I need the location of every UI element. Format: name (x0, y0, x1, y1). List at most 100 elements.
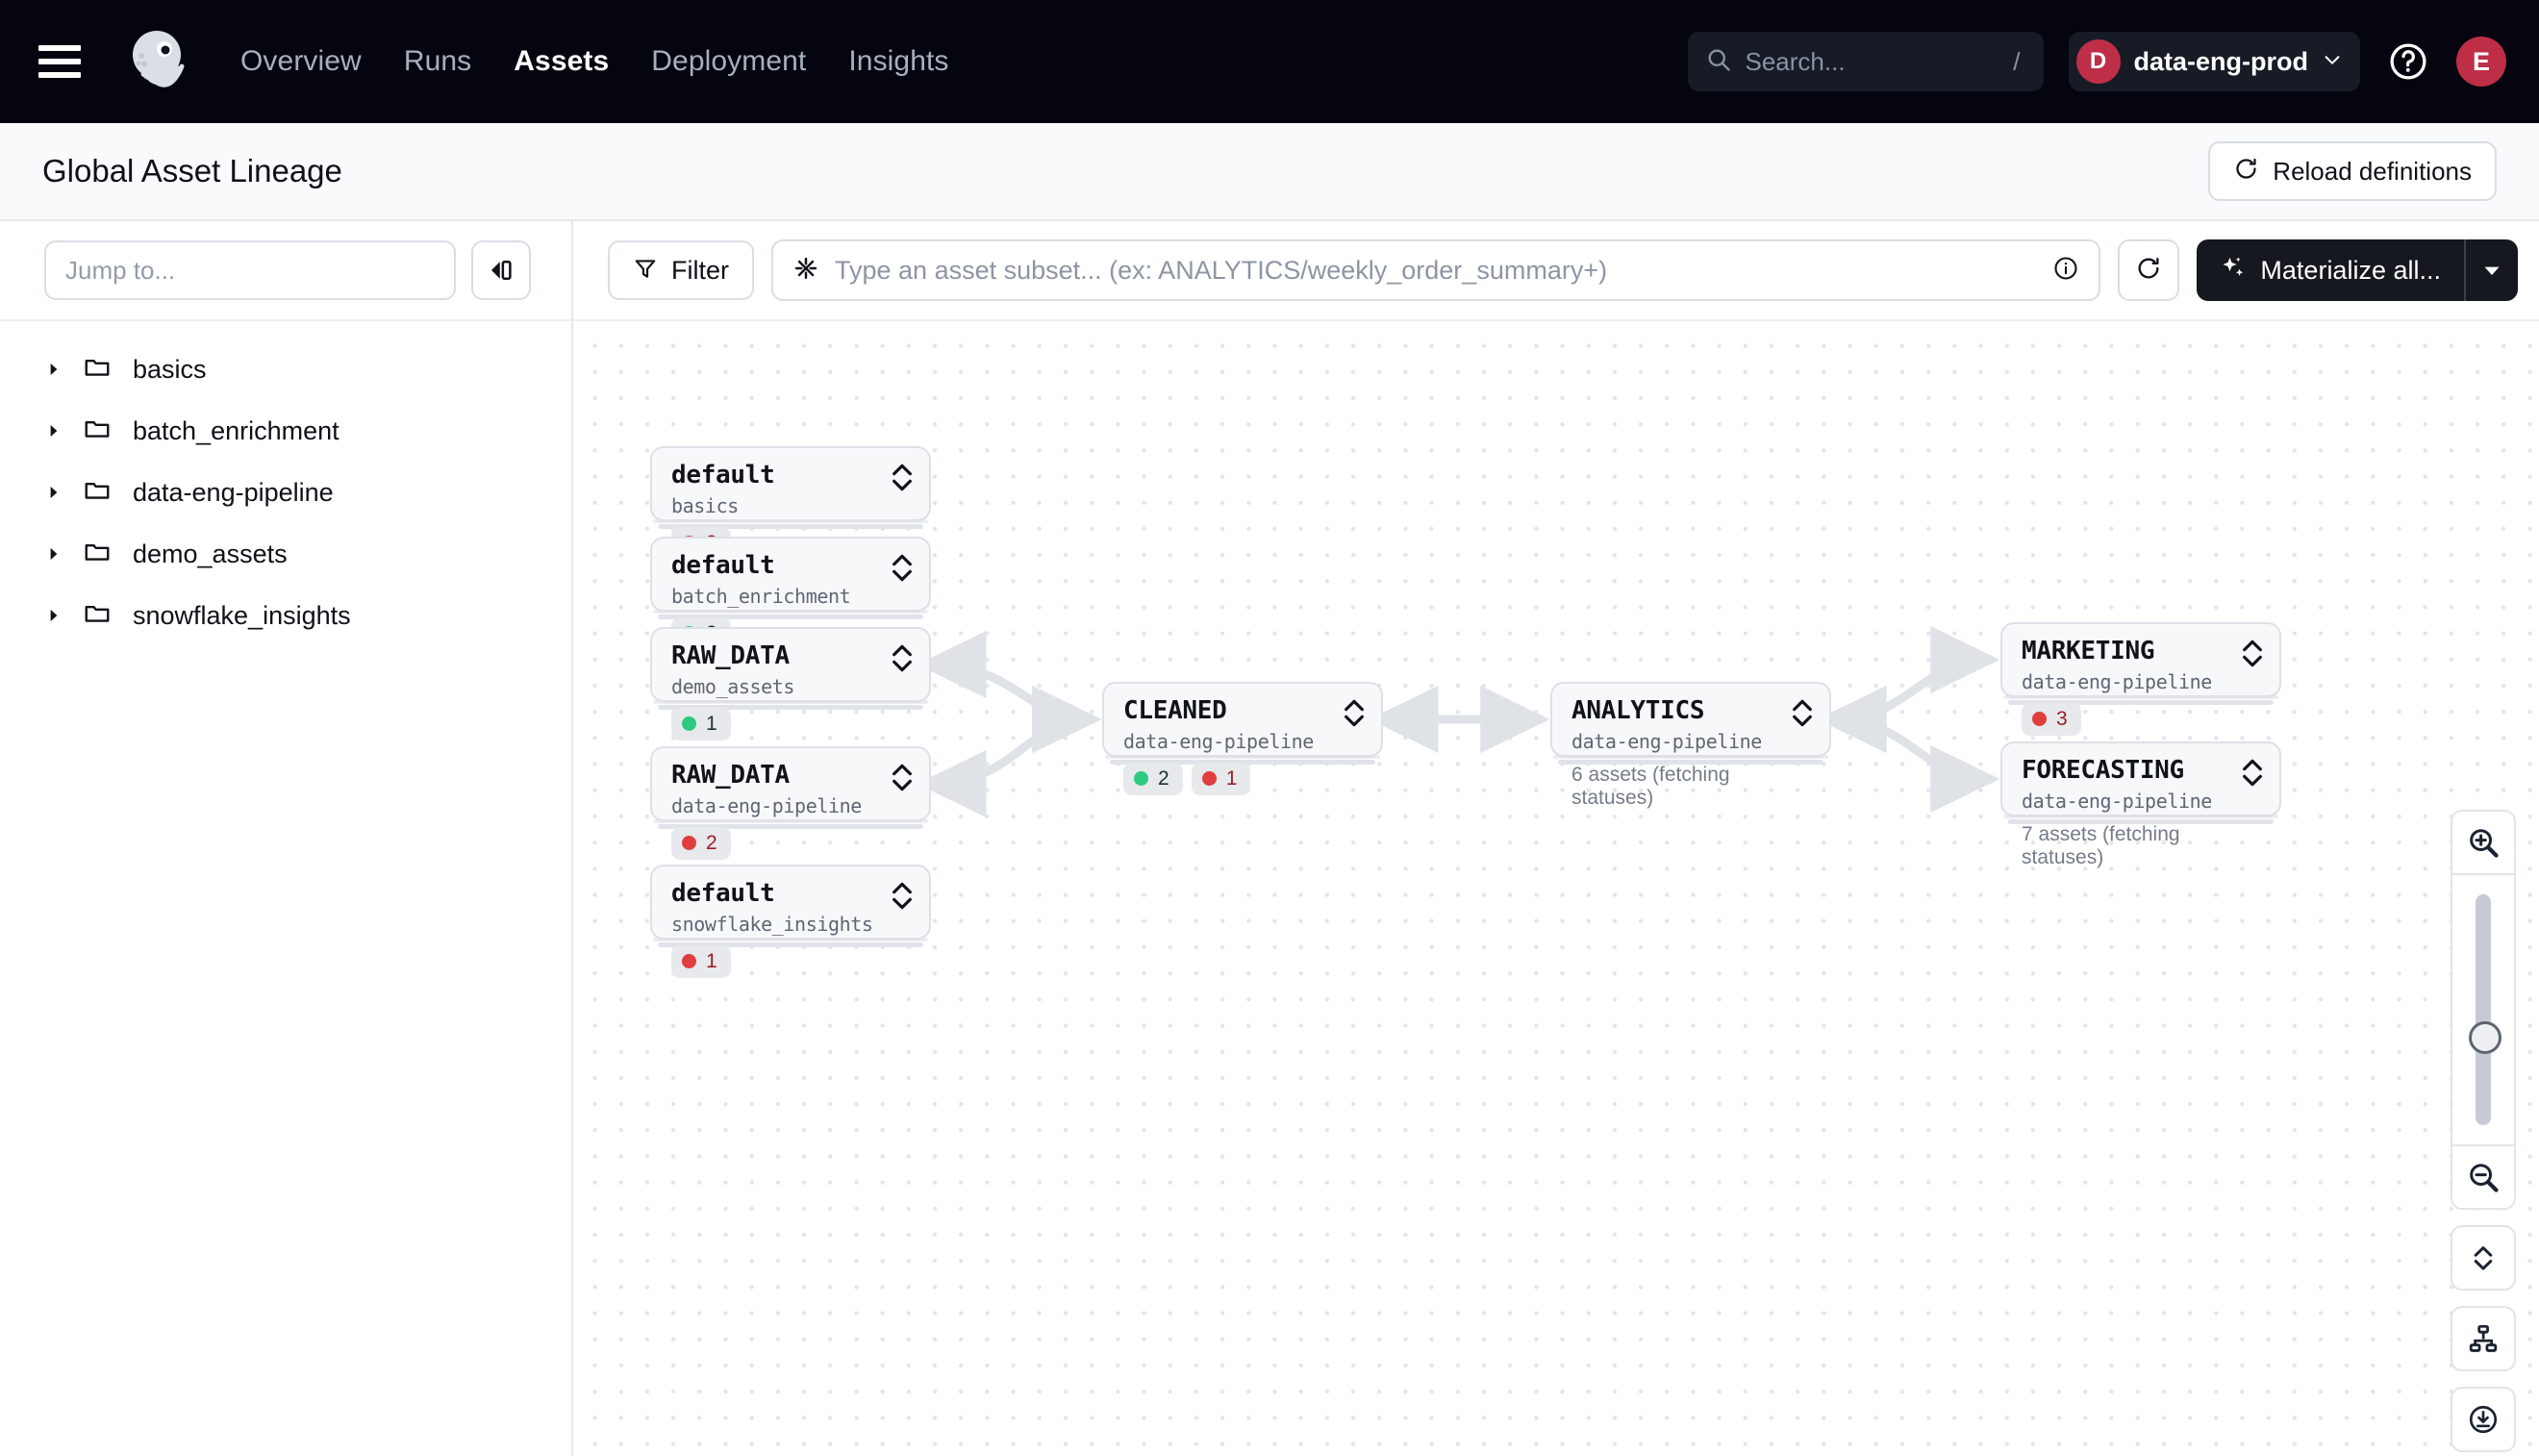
zoom-slider[interactable] (2452, 875, 2514, 1144)
page-title: Global Asset Lineage (42, 153, 342, 188)
global-search-box[interactable]: Search... / (1687, 32, 2044, 91)
main-nav-links: Overview Runs Assets Deployment Insights (240, 45, 949, 78)
refresh-graph-button[interactable] (2118, 239, 2180, 301)
asset-group-node[interactable]: default snowflake_insights 1 (650, 865, 931, 978)
expand-collapse-icon[interactable] (892, 764, 912, 791)
page-body: basics batch_enrichment (0, 221, 2539, 1456)
help-question-icon[interactable] (2385, 38, 2431, 85)
refresh-icon (2233, 156, 2259, 187)
deployment-name: data-eng-prod (2133, 46, 2309, 76)
node-title: default (671, 879, 775, 908)
chevron-right-icon[interactable] (46, 608, 62, 623)
nav-link-overview[interactable]: Overview (240, 45, 362, 77)
zoom-slider-thumb[interactable] (2469, 1021, 2501, 1054)
deployment-switcher[interactable]: D data-eng-prod (2068, 32, 2360, 91)
status-badge-failed[interactable]: 2 (671, 826, 731, 860)
nav-link-runs[interactable]: Runs (403, 45, 472, 77)
graph-toolbar: Filter Type an asset subset... (ex: ANAL… (573, 221, 2539, 321)
status-badge-failed[interactable]: 1 (671, 944, 731, 978)
info-circle-icon[interactable] (2052, 255, 2079, 287)
sidebar-item-data-eng-pipeline[interactable]: data-eng-pipeline (0, 462, 571, 523)
hamburger-menu-icon[interactable] (38, 45, 81, 78)
sidebar-item-snowflake_insights[interactable]: snowflake_insights (0, 585, 571, 646)
expand-collapse-icon[interactable] (892, 464, 912, 491)
sidebar-item-demo_assets[interactable]: demo_assets (0, 523, 571, 585)
node-stack-layer (1110, 760, 1375, 765)
sidebar-item-label: batch_enrichment (133, 415, 339, 445)
asset-group-node[interactable]: RAW_DATA data-eng-pipeline 2 (650, 746, 931, 860)
download-icon[interactable] (2451, 1387, 2516, 1452)
materialize-all-button-group[interactable]: Materialize all... (2197, 239, 2518, 301)
zoom-controls (2451, 810, 2516, 1452)
node-status-badges: 2 1 (1123, 762, 1362, 795)
expand-collapse-icon[interactable] (1793, 699, 1812, 727)
status-dot-error-icon (1201, 771, 1217, 787)
status-badge-success[interactable]: 2 (1123, 762, 1183, 795)
node-stack-layer (1558, 760, 1823, 765)
lineage-canvas[interactable]: default basics 3 (573, 321, 2539, 1456)
nav-link-assets[interactable]: Assets (514, 45, 610, 77)
status-badge-failed[interactable]: 3 (2022, 702, 2081, 736)
sidebar-item-batch_enrichment[interactable]: batch_enrichment (0, 400, 571, 462)
node-subtitle: data-eng-pipeline (1571, 729, 1762, 753)
materialize-options-caret-down-icon[interactable] (2464, 239, 2518, 301)
node-status-text: 7 assets (fetching statuses) (2022, 822, 2180, 868)
status-badge-success[interactable]: 1 (671, 707, 731, 741)
status-count: 1 (706, 949, 717, 972)
user-avatar[interactable]: E (2456, 37, 2506, 87)
expand-collapse-icon[interactable] (892, 644, 912, 672)
filter-button[interactable]: Filter (608, 240, 754, 300)
asset-group-node[interactable]: default batch_enrichment 2 (650, 537, 931, 650)
edge-raw-data-to-cleaned (917, 685, 1102, 818)
node-title: default (671, 551, 775, 580)
node-title: CLEANED (1123, 696, 1227, 725)
chevron-right-icon[interactable] (46, 485, 62, 500)
hierarchy-layout-icon[interactable] (2451, 1306, 2516, 1371)
dagster-logo-icon[interactable] (115, 21, 196, 102)
chevron-right-icon[interactable] (46, 423, 62, 439)
search-icon (1705, 46, 1732, 78)
zoom-in-icon[interactable] (2452, 812, 2514, 873)
expand-collapse-all-icon[interactable] (2451, 1225, 2516, 1291)
asset-group-node[interactable]: ANALYTICS data-eng-pipeline 6 assets (fe… (1550, 682, 1831, 809)
zoom-slider-track (2476, 894, 2491, 1125)
nav-link-insights[interactable]: Insights (848, 45, 949, 77)
sidebar-item-basics[interactable]: basics (0, 339, 571, 400)
top-nav-right-cluster: Search... / D data-eng-prod E (1687, 0, 2506, 123)
node-subtitle: data-eng-pipeline (671, 793, 862, 817)
reload-definitions-button[interactable]: Reload definitions (2208, 141, 2497, 201)
status-badge-failed[interactable]: 1 (1191, 762, 1251, 795)
nav-link-deployment[interactable]: Deployment (651, 45, 807, 77)
expand-collapse-icon[interactable] (1345, 699, 1364, 727)
node-stack-layer (653, 519, 928, 523)
divider (2452, 1144, 2514, 1146)
node-stack-layer (2008, 819, 2274, 824)
expand-collapse-icon[interactable] (2243, 759, 2262, 787)
asset-group-node[interactable]: RAW_DATA demo_assets 1 (650, 627, 931, 741)
node-stack-layer (658, 524, 923, 529)
chevron-right-icon[interactable] (46, 362, 62, 377)
expand-collapse-icon[interactable] (2243, 640, 2262, 667)
asset-group-tree: basics batch_enrichment (0, 321, 571, 646)
node-stack-layer (653, 610, 928, 614)
node-stack-layer (1553, 755, 1828, 759)
asset-group-node[interactable]: FORECASTING data-eng-pipeline 7 assets (… (2000, 741, 2281, 868)
asset-group-node[interactable]: CLEANED data-eng-pipeline 2 1 (1102, 682, 1383, 795)
zoom-out-icon[interactable] (2452, 1146, 2514, 1208)
refresh-icon (2135, 255, 2162, 287)
lineage-graph-area: Filter Type an asset subset... (ex: ANAL… (573, 221, 2539, 1456)
materialize-all-button[interactable]: Materialize all... (2197, 239, 2464, 301)
status-dot-success-icon (1134, 771, 1148, 787)
node-subtitle: snowflake_insights (671, 912, 873, 936)
asset-group-sidebar: basics batch_enrichment (0, 221, 573, 1456)
collapse-panel-icon[interactable] (471, 240, 531, 300)
node-subtitle: data-eng-pipeline (1123, 729, 1314, 753)
asset-subset-input[interactable]: Type an asset subset... (ex: ANALYTICS/w… (771, 239, 2101, 301)
chevron-right-icon[interactable] (46, 546, 62, 562)
expand-collapse-icon[interactable] (892, 882, 912, 910)
expand-collapse-icon[interactable] (892, 554, 912, 582)
node-stack-layer (1105, 755, 1380, 759)
jump-to-input[interactable] (44, 240, 456, 300)
asset-group-node[interactable]: MARKETING data-eng-pipeline 3 (2000, 622, 2281, 736)
asset-group-node[interactable]: default basics 3 (650, 446, 931, 560)
